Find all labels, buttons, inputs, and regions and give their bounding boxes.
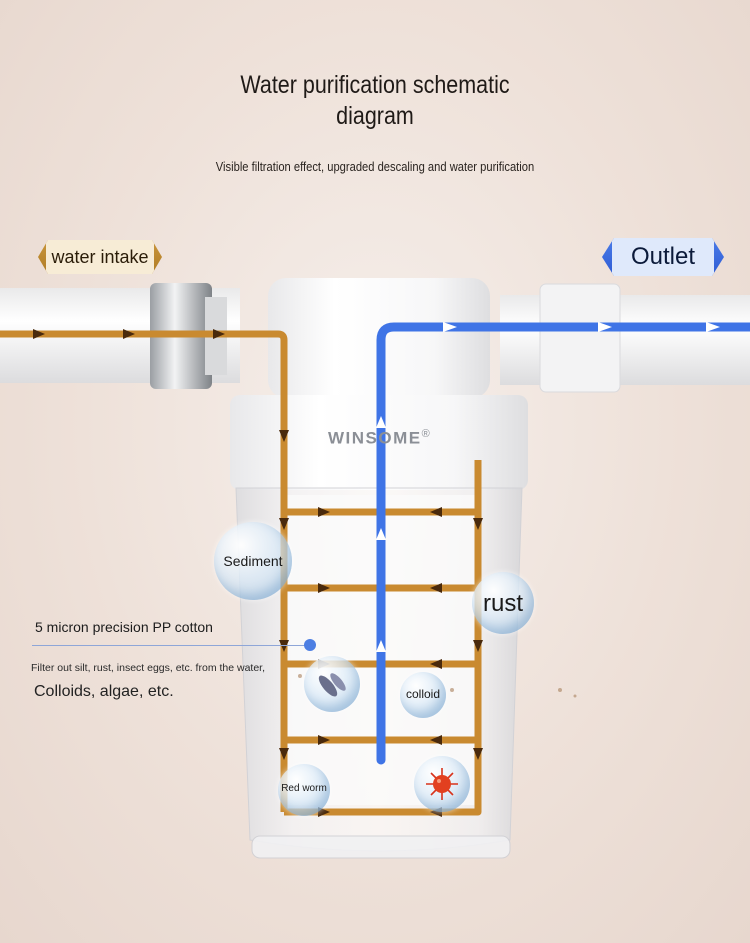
filter-description: Filter out silt, rust, insect eggs, etc.… (31, 662, 266, 674)
water-intake-tag: water intake (38, 240, 162, 274)
bacteria-icon (426, 768, 458, 800)
outlet-label: Outlet (612, 238, 714, 276)
red-worm-bubble: Red worm (278, 764, 330, 816)
outlet-tag: Outlet (602, 238, 724, 276)
insect-egg-icon (318, 673, 346, 697)
brand-text: WINSOME (328, 428, 422, 448)
callout-line (32, 645, 308, 646)
sediment-label: Sediment (223, 553, 283, 569)
colloid-bubble: colloid (400, 672, 446, 718)
registered-mark: ® (421, 428, 432, 440)
page-title: Water purification schematic diagram (53, 70, 698, 132)
title-line-1: Water purification schematic (240, 71, 510, 99)
rust-label: rust (482, 590, 523, 617)
sediment-bubble: Sediment (214, 522, 292, 600)
outflow-path (376, 322, 750, 765)
title-line-2: diagram (336, 102, 414, 130)
colloid-label: colloid (405, 687, 441, 701)
callout-dot (304, 639, 316, 651)
page-subtitle: Visible filtration effect, upgraded desc… (215, 159, 535, 174)
filter-name-label: 5 micron precision PP cotton (35, 619, 213, 635)
inflow-path (0, 330, 482, 816)
bacteria-bubble (414, 756, 470, 812)
insect-egg-bubble (304, 656, 360, 712)
red-worm-label: Red worm (281, 783, 327, 794)
outlet-pipe (500, 295, 750, 385)
filter-description-2: Colloids, algae, etc. (34, 683, 174, 700)
outflow-arrows (376, 322, 720, 652)
brand-logo: WINSOME® (328, 428, 431, 449)
water-intake-label: water intake (46, 240, 154, 274)
rust-bubble: rust (472, 572, 534, 634)
